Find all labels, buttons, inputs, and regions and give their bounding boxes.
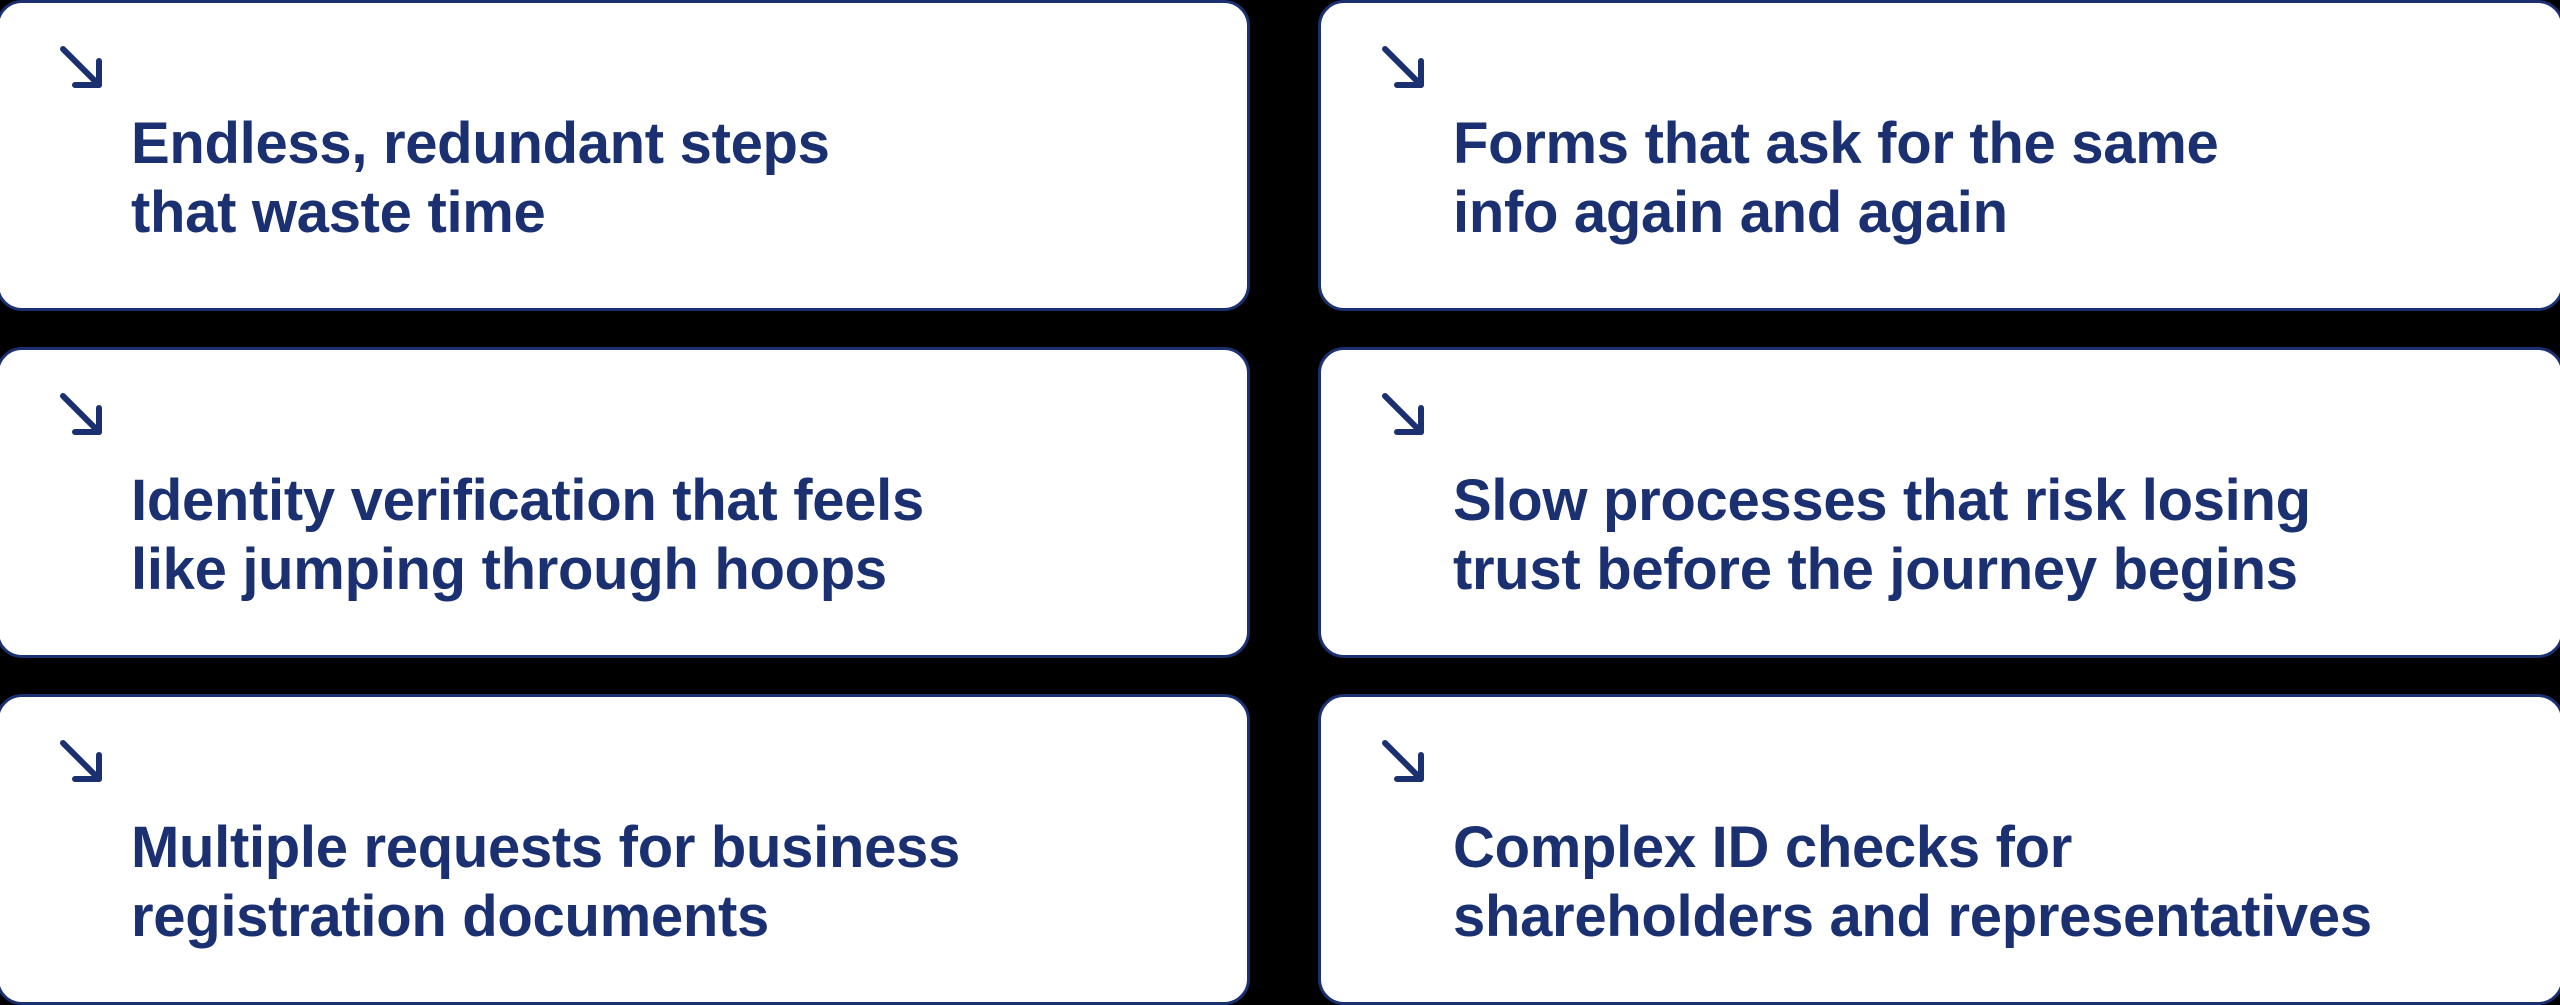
arrow-down-right-icon bbox=[55, 388, 109, 442]
pain-point-card-text: Identity verification that feels like ju… bbox=[131, 468, 924, 603]
pain-point-card[interactable]: Complex ID checks for shareholders and r… bbox=[1318, 694, 2560, 1005]
pain-point-card-text: Complex ID checks for shareholders and r… bbox=[1453, 815, 2372, 950]
arrow-down-right-icon bbox=[55, 735, 109, 789]
arrow-down-right-icon bbox=[55, 41, 109, 95]
arrow-down-right-icon bbox=[1377, 41, 1431, 95]
pain-point-card-text: Endless, redundant steps that waste time bbox=[131, 111, 830, 246]
pain-point-card-text: Multiple requests for business registrat… bbox=[131, 815, 960, 950]
pain-point-card[interactable]: Endless, redundant steps that waste time bbox=[0, 0, 1250, 311]
pain-point-card-text: Forms that ask for the same info again a… bbox=[1453, 111, 2219, 246]
arrow-down-right-icon bbox=[1377, 735, 1431, 789]
pain-point-card-text: Slow processes that risk losing trust be… bbox=[1453, 468, 2311, 603]
arrow-down-right-icon bbox=[1377, 388, 1431, 442]
pain-point-card[interactable]: Forms that ask for the same info again a… bbox=[1318, 0, 2560, 311]
pain-point-card[interactable]: Multiple requests for business registrat… bbox=[0, 694, 1250, 1005]
pain-point-card[interactable]: Identity verification that feels like ju… bbox=[0, 347, 1250, 658]
pain-point-card[interactable]: Slow processes that risk losing trust be… bbox=[1318, 347, 2560, 658]
